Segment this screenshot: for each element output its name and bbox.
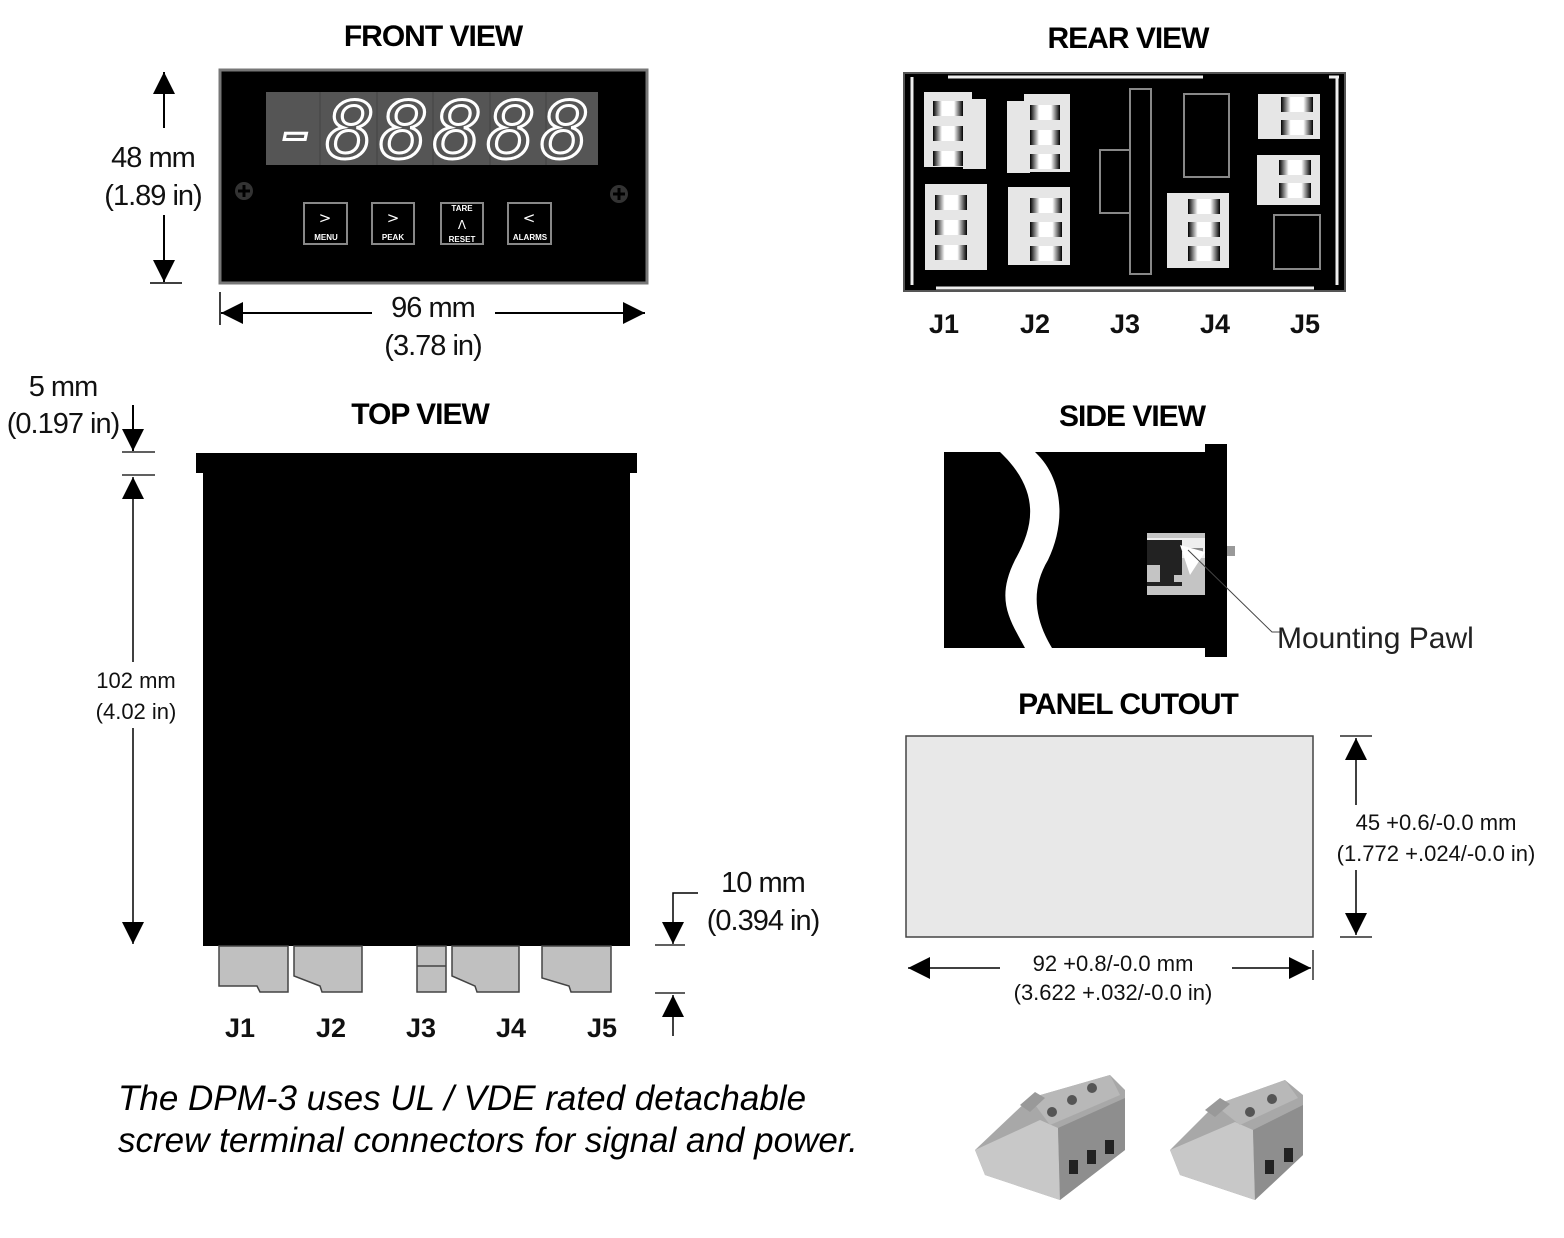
peak-button-label: PEAK: [382, 233, 404, 242]
panel-cutout-title: PANEL CUTOUT: [1018, 688, 1238, 721]
display-digit-dividers: [319, 92, 547, 165]
side-view-title: SIDE VIEW: [1059, 400, 1207, 433]
peak-button[interactable]: > PEAK: [371, 202, 415, 245]
connector-depth-dimension: 10 mm (0.394 in): [655, 867, 820, 1036]
connector-in-label: (0.394 in): [707, 905, 820, 937]
screw-icon: [235, 182, 253, 200]
led-display: [266, 92, 598, 165]
side-view: SIDE VIEW Mounting Pawl: [944, 400, 1474, 657]
cutout-width-mm-label: 92 +0.8/-0.0 mm: [1033, 951, 1194, 976]
top-view: TOP VIEW J1 J2 J3 J4 J5 5 mm (0.197 in): [7, 371, 821, 1043]
display-readout: -88888: [272, 87, 594, 177]
break-line: [1000, 452, 1060, 648]
rear-outlines: [1099, 88, 1321, 275]
rear-label-j1: J1: [929, 309, 959, 339]
cutout-width-in-label: (3.622 +.032/-0.0 in): [1014, 980, 1213, 1005]
chevron-left-icon: <: [523, 209, 536, 227]
alarms-button[interactable]: < ALARMS: [507, 202, 552, 245]
screw-icon: [610, 185, 628, 203]
top-label-j1: J1: [225, 1013, 255, 1043]
height-mm-label: 48 mm: [111, 142, 195, 174]
top-housing: [203, 473, 630, 946]
reset-label: RESET: [449, 235, 476, 244]
front-view-title: FRONT VIEW: [344, 20, 524, 53]
depth-dimension: 102 mm (4.02 in): [96, 477, 177, 944]
front-view: FRONT VIEW -88888 > MENU > PEAK TARE Λ R…: [104, 20, 649, 362]
cutout-outline: [905, 735, 1314, 938]
rear-view: REAR VIEW J1 J2 J3: [903, 22, 1346, 339]
height-in-label: (1.89 in): [104, 180, 201, 212]
top-bezel-flange: [196, 453, 637, 473]
rear-connector-labels: J1 J2 J3 J4 J5: [929, 309, 1320, 339]
menu-button[interactable]: > MENU: [303, 202, 348, 245]
rear-view-title: REAR VIEW: [1047, 22, 1210, 55]
top-connector-labels: J1 J2 J3 J4 J5: [225, 1013, 617, 1043]
top-view-title: TOP VIEW: [351, 398, 490, 431]
rear-label-j2: J2: [1020, 309, 1050, 339]
depth-mm-label: 102 mm: [96, 668, 175, 693]
caption-line-2: screw terminal connectors for signal and…: [118, 1121, 858, 1160]
tare-label: TARE: [451, 204, 473, 213]
width-mm-label: 96 mm: [391, 292, 475, 324]
rear-label-j5: J5: [1290, 309, 1320, 339]
caption-line-1: The DPM-3 uses UL / VDE rated detachable: [118, 1079, 806, 1118]
pawl-leader-line: [1187, 549, 1280, 633]
chevron-right-icon: >: [319, 209, 332, 227]
cutout-height-in-label: (1.772 +.024/-0.0 in): [1337, 841, 1536, 866]
cutout-height-dimension: 45 +0.6/-0.0 mm (1.772 +.024/-0.0 in): [1337, 735, 1536, 938]
side-bezel: [1205, 444, 1227, 657]
top-label-j2: J2: [316, 1013, 346, 1043]
mounting-pawl: [1147, 533, 1235, 595]
depth-in-label: (4.02 in): [96, 699, 177, 724]
menu-button-label: MENU: [314, 233, 338, 242]
terminal-slots: [933, 97, 1313, 261]
top-label-j3: J3: [406, 1013, 436, 1043]
panel-cutout: PANEL CUTOUT 45 +0.6/-0.0 mm (1.772 +.02…: [905, 688, 1536, 1005]
three-position-terminal-connector-icon: [975, 1075, 1125, 1200]
connector-mm-label: 10 mm: [721, 867, 805, 899]
top-label-j5: J5: [587, 1013, 617, 1043]
width-in-label: (3.78 in): [384, 330, 481, 362]
chevron-up-icon: Λ: [458, 218, 467, 232]
two-position-terminal-connector-icon: [1170, 1080, 1303, 1200]
rear-label-j4: J4: [1200, 309, 1230, 339]
bezel-mm-label: 5 mm: [29, 371, 98, 403]
cutout-width-dimension: 92 +0.8/-0.0 mm (3.622 +.032/-0.0 in): [908, 950, 1314, 1005]
tare-reset-button[interactable]: TARE Λ RESET: [440, 202, 484, 245]
chevron-right-icon: >: [387, 209, 400, 227]
top-label-j4: J4: [496, 1013, 526, 1043]
rear-label-j3: J3: [1110, 309, 1140, 339]
bezel-in-label: (0.197 in): [7, 408, 120, 440]
front-width-dimension: 96 mm (3.78 in): [219, 292, 645, 362]
front-height-dimension: 48 mm (1.89 in): [104, 72, 203, 284]
top-connectors: [218, 945, 612, 993]
bezel-thickness-dimension: 5 mm (0.197 in): [7, 371, 155, 476]
alarms-button-label: ALARMS: [513, 233, 548, 242]
cutout-height-mm-label: 45 +0.6/-0.0 mm: [1356, 810, 1517, 835]
mounting-pawl-label: Mounting Pawl: [1277, 622, 1474, 655]
